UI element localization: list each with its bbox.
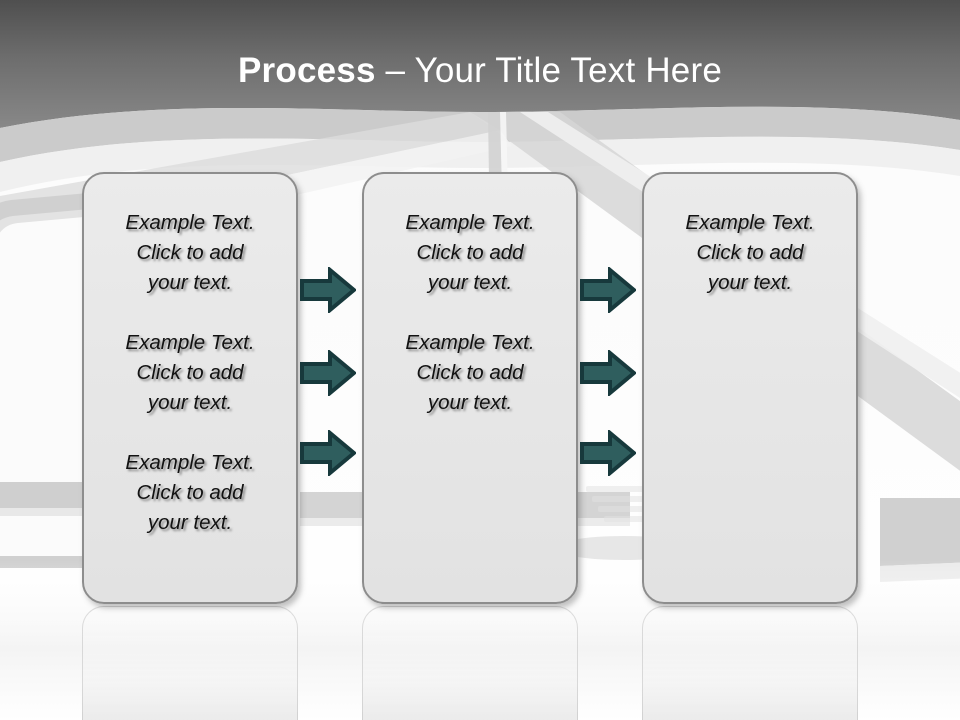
title-strong: Process <box>238 51 376 90</box>
process-box-1[interactable]: Example Text. Click to add your text. Ex… <box>82 172 298 604</box>
header-gradient-band <box>0 0 960 192</box>
process-box-1-text: Example Text. Click to add your text. Ex… <box>94 208 286 538</box>
process-box-1-paragraph-3[interactable]: Example Text. Click to add your text. <box>125 451 255 534</box>
process-box-3-text: Example Text. Click to add your text. <box>654 208 846 298</box>
title-rest: – Your Title Text Here <box>375 51 722 90</box>
right-arrow-icon-1-3[interactable] <box>300 430 356 476</box>
right-arrow-icon-2-3[interactable] <box>580 430 636 476</box>
right-arrow-icon-2-2[interactable] <box>580 350 636 396</box>
process-box-2[interactable]: Example Text. Click to add your text. Ex… <box>362 172 578 604</box>
right-arrow-icon-1-2[interactable] <box>300 350 356 396</box>
process-box-1-paragraph-1[interactable]: Example Text. Click to add your text. <box>125 211 255 294</box>
process-box-2-paragraph-1[interactable]: Example Text. Click to add your text. <box>405 211 535 294</box>
process-box-1-paragraph-2[interactable]: Example Text. Click to add your text. <box>125 331 255 414</box>
process-box-3[interactable]: Example Text. Click to add your text. <box>642 172 858 604</box>
slide-title: Process – Your Title Text Here <box>0 50 960 92</box>
right-arrow-icon-2-1[interactable] <box>580 267 636 313</box>
process-box-2-text: Example Text. Click to add your text. Ex… <box>374 208 566 418</box>
process-box-2-paragraph-2[interactable]: Example Text. Click to add your text. <box>405 331 535 414</box>
right-arrow-icon-1-1[interactable] <box>300 267 356 313</box>
process-box-3-paragraph-1[interactable]: Example Text. Click to add your text. <box>685 211 815 294</box>
